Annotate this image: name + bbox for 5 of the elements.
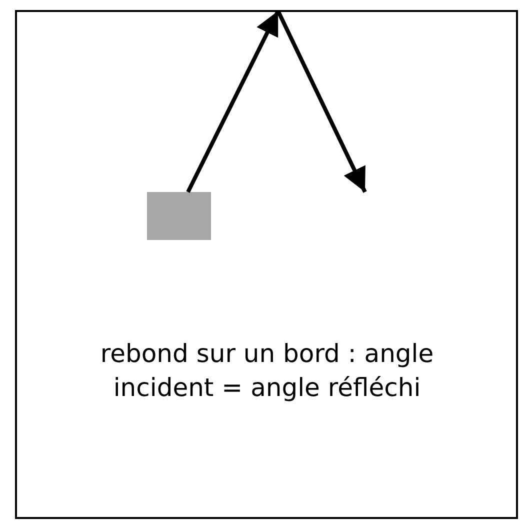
frame-box: [15, 10, 518, 519]
arrow: [276, 10, 367, 193]
square-block: [147, 192, 211, 240]
caption-text: rebond sur un bord : angle incident = angle réfléchi: [99, 338, 435, 404]
arrow: [186, 10, 280, 193]
